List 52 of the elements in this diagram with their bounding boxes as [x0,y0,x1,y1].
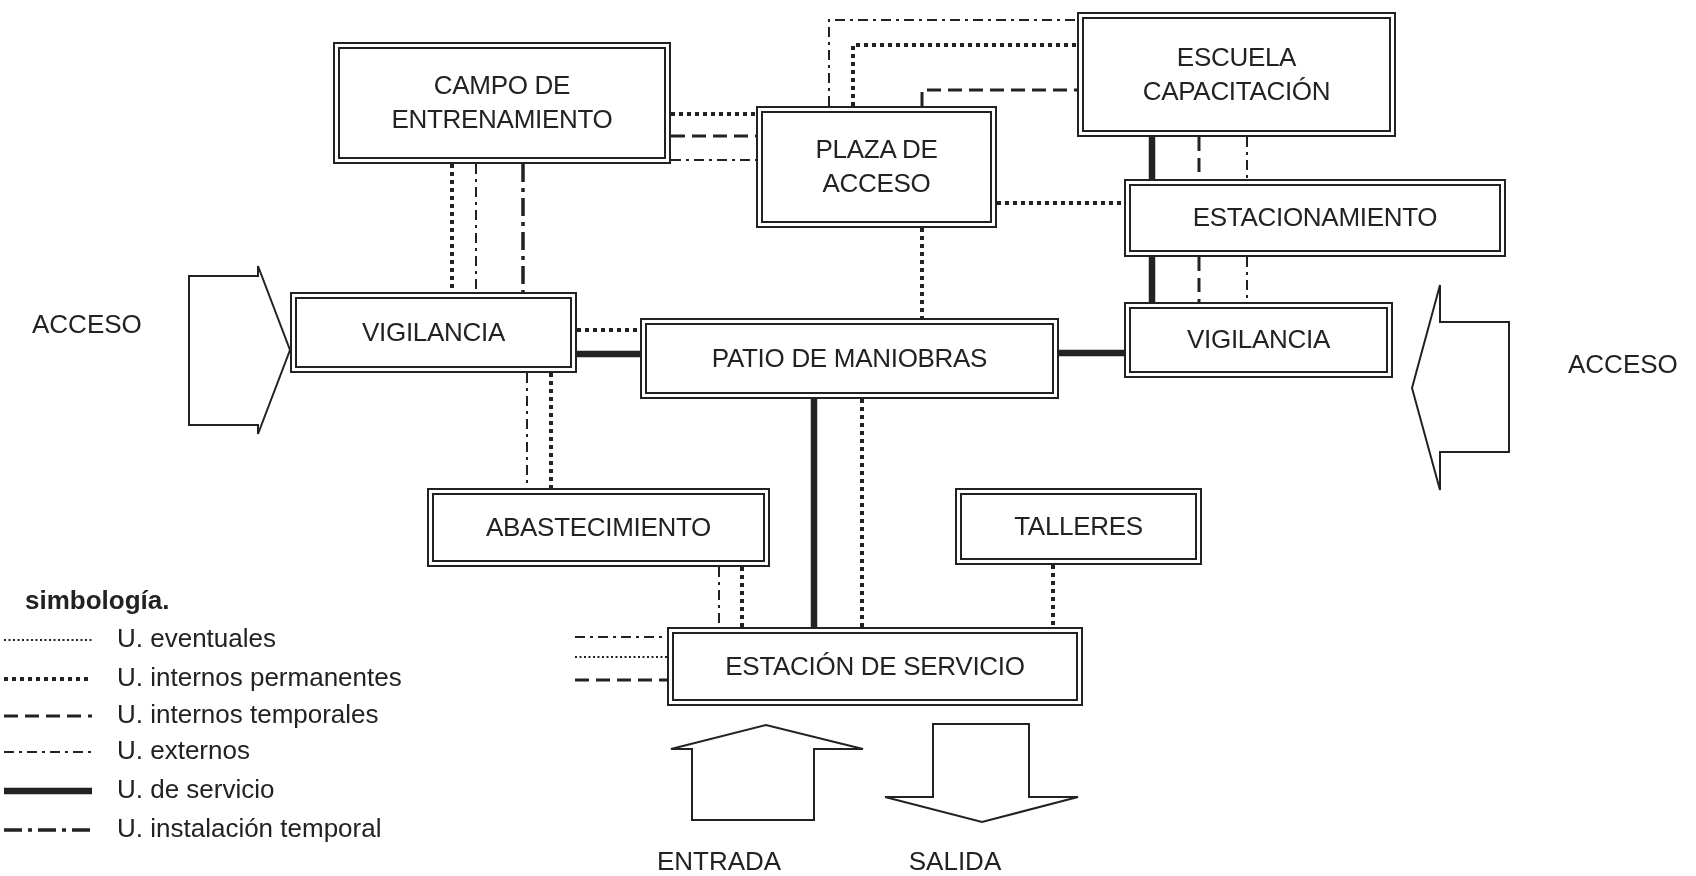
connector-line [1246,136,1248,180]
connector-line [574,656,668,658]
legend-text: U. de servicio [117,774,275,805]
connector-line [577,328,640,332]
connector-line [1059,349,1124,357]
process-box [1124,179,1506,257]
connector-line [521,164,525,292]
connector-line [577,350,640,358]
process-box [290,292,577,373]
box-label: CAMPO DE ENTRENAMIENTO [390,69,614,136]
access-label: ACCESO [32,309,142,340]
process-box [756,106,997,228]
box-label: PLAZA DE ACCESO [814,133,939,200]
process-box [333,42,671,164]
box-label: VIGILANCIA [362,315,505,349]
box-label: PATIO DE MANIOBRAS [711,341,988,375]
box-label: VIGILANCIA [1187,323,1330,357]
box-label: ABASTECIMIENTO [486,510,711,544]
connector-line [740,567,744,627]
connector-line [575,678,667,682]
connector-line [920,228,924,318]
process-box [667,627,1083,706]
connector-line [997,201,1124,205]
legend-text: U. internos permanentes [117,662,402,693]
connector-line [549,373,553,488]
legend-text: U. eventuales [117,623,276,654]
connector-line [671,112,756,116]
box-label: ESTACIONAMIENTO [1192,201,1438,235]
access-label: ACCESO [1568,349,1678,380]
process-box [427,488,770,567]
process-box [955,488,1202,565]
connector-line [810,399,818,627]
process-box [640,318,1059,399]
connector-line [1148,137,1156,179]
connector-line [1148,257,1156,302]
legend-text: U. internos temporales [117,699,379,730]
legend-text: U. externos [117,735,250,766]
connector-line [828,19,1078,107]
connector-line [1197,257,1201,302]
exit-label: SALIDA [908,846,1002,876]
box-label: ESCUELA CAPACITACIÓN [1141,40,1332,108]
box-label: TALLERES [1014,509,1143,543]
box-label: ESTACIÓN DE SERVICIO [725,649,1025,683]
legend-title: simbología. [25,585,170,616]
connector-line [920,88,1077,106]
process-box [1077,12,1396,137]
entrance-label: ENTRADA [656,846,782,876]
process-box [1124,302,1393,378]
connector-line [851,43,1077,106]
connector-line [860,399,864,627]
legend-text: U. instalación temporal [117,813,382,844]
connector-line [1051,565,1055,627]
